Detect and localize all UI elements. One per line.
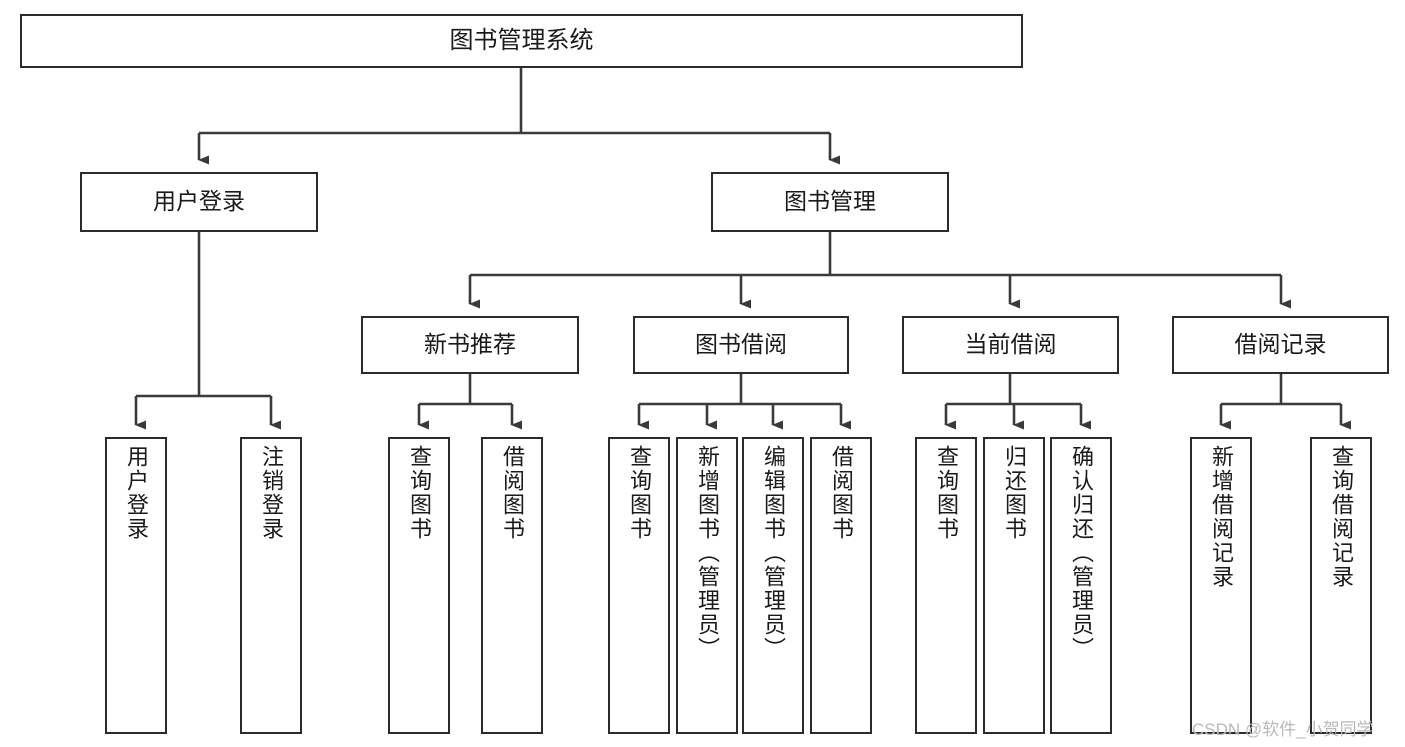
connectors-booklogin-to-leaves — [134, 232, 281, 430]
node-new-book-recommend[interactable]: 新书推荐 — [361, 316, 579, 374]
leaf-query-book-current[interactable]: 查询图书 — [915, 437, 977, 734]
node-current-borrow[interactable]: 当前借阅 — [902, 316, 1119, 374]
leaf-edit-book-admin[interactable]: 编辑图书（管理员） — [742, 437, 804, 734]
connectors-record-to-leaves — [1219, 374, 1351, 430]
node-book-borrow-label: 图书借阅 — [695, 331, 787, 358]
node-borrow-record[interactable]: 借阅记录 — [1172, 316, 1389, 374]
connectors-bookmgmt-to-level2 — [468, 232, 1291, 309]
leaf-edit-book-admin-label: 编辑图书（管理员） — [761, 445, 786, 661]
leaf-query-book-borrow[interactable]: 查询图书 — [608, 437, 670, 734]
leaf-return-book[interactable]: 归还图书 — [983, 437, 1045, 734]
leaf-confirm-return-admin-label: 确认归还（管理员） — [1069, 445, 1094, 661]
leaf-borrow-book-newbook-label: 借阅图书 — [500, 445, 525, 541]
node-new-book-recommend-label: 新书推荐 — [424, 331, 516, 358]
leaf-borrow-book[interactable]: 借阅图书 — [810, 437, 872, 734]
connectors-borrow-to-leaves — [637, 374, 851, 430]
leaf-user-login[interactable]: 用户登录 — [105, 437, 167, 734]
node-book-management-label: 图书管理 — [784, 188, 876, 215]
leaf-add-book-admin[interactable]: 新增图书（管理员） — [676, 437, 738, 734]
leaf-query-book-newbook[interactable]: 查询图书 — [388, 437, 450, 734]
leaf-add-book-admin-label: 新增图书（管理员） — [695, 445, 720, 661]
node-root-system[interactable]: 图书管理系统 — [20, 14, 1023, 68]
node-borrow-record-label: 借阅记录 — [1234, 331, 1327, 358]
leaf-borrow-book-label: 借阅图书 — [829, 445, 854, 541]
leaf-return-book-label: 归还图书 — [1002, 445, 1027, 541]
node-book-management[interactable]: 图书管理 — [711, 172, 949, 232]
node-user-login-label: 用户登录 — [153, 188, 245, 215]
leaf-query-book-borrow-label: 查询图书 — [627, 445, 652, 541]
leaf-query-borrow-record-label: 查询借阅记录 — [1329, 445, 1354, 589]
leaf-confirm-return-admin[interactable]: 确认归还（管理员） — [1050, 437, 1112, 734]
leaf-add-borrow-record[interactable]: 新增借阅记录 — [1190, 437, 1252, 734]
leaf-query-book-current-label: 查询图书 — [934, 445, 959, 541]
connectors-newbook-to-leaves — [417, 374, 522, 430]
leaf-user-login-label: 用户登录 — [124, 445, 149, 541]
connectors-root-to-level1 — [197, 68, 840, 165]
leaf-logout-login-label: 注销登录 — [259, 445, 284, 541]
leaf-logout-login[interactable]: 注销登录 — [240, 437, 302, 734]
node-root-label: 图书管理系统 — [449, 26, 594, 54]
leaf-query-book-newbook-label: 查询图书 — [407, 445, 432, 541]
leaf-add-borrow-record-label: 新增借阅记录 — [1209, 445, 1234, 589]
node-book-borrow[interactable]: 图书借阅 — [633, 316, 849, 374]
node-user-login[interactable]: 用户登录 — [80, 172, 318, 232]
leaf-borrow-book-newbook[interactable]: 借阅图书 — [481, 437, 543, 734]
node-current-borrow-label: 当前借阅 — [964, 331, 1057, 358]
connectors-current-to-leaves — [944, 374, 1091, 430]
leaf-query-borrow-record[interactable]: 查询借阅记录 — [1310, 437, 1372, 734]
